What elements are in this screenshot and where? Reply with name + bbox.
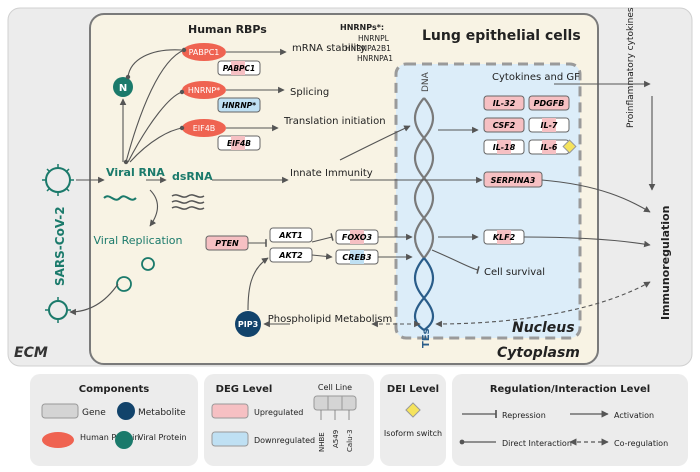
legend-upregulated: Upregulated: [254, 408, 303, 417]
legend-viral-protein: Viral Protein: [138, 433, 187, 442]
legend-isoform-icon: [405, 402, 421, 418]
svg-text:EIF4B: EIF4B: [193, 124, 216, 133]
virus-label: SARS-CoV-2: [53, 206, 67, 286]
legend-cell-line: A549: [332, 430, 340, 448]
n-protein-label: N: [119, 83, 127, 94]
hnrnps-item: HNRNPL: [358, 34, 390, 43]
legend-regulation: Regulation/Interaction Level Repression …: [452, 374, 688, 466]
legend-repression: Repression: [502, 411, 546, 420]
viral-rna-label: Viral RNA: [106, 166, 165, 179]
virus-particle: [116, 257, 155, 292]
gene-label: PDGFB: [534, 99, 565, 108]
rbp-row-eif4b: EIF4B EIF4B Translation initiation: [182, 116, 386, 151]
legend-direct-interaction: Direct Interaction: [502, 439, 572, 448]
legend-components: Components Gene Metabolite Human Protein…: [30, 374, 198, 466]
innate-immunity-label: Innate Immunity: [290, 168, 373, 179]
gene-label: IL-7: [541, 121, 558, 130]
dna-label: DNA: [421, 71, 431, 92]
gene-label: IL-18: [493, 143, 516, 152]
svg-text:Cell Line: Cell Line: [318, 383, 352, 392]
svg-text:Components: Components: [79, 384, 149, 395]
pip3-label: PIP3: [238, 320, 258, 329]
cell-title: Lung epithelial cells: [422, 28, 581, 44]
rbp-row-pabpc1: PABPC1 PABPC1 mRNA stability: [182, 43, 366, 76]
viral-replication-label: Viral Replication: [93, 234, 182, 247]
legend-cell-line: NHBE: [318, 432, 326, 452]
svg-text:HNRNPs*:: HNRNPs*:: [340, 23, 384, 32]
dsrna-label: dsRNA: [172, 170, 213, 183]
process-label: mRNA stability: [292, 43, 366, 54]
legend-deg: DEG Level Upregulated Downregulated Cell…: [204, 374, 374, 466]
isoform-switch-icon: [562, 139, 577, 154]
gene-label: CSF2: [493, 121, 516, 130]
gene-label: PABPC1: [223, 64, 256, 73]
svg-text:DEG Level: DEG Level: [216, 384, 273, 395]
process-label: Splicing: [290, 87, 329, 98]
immunoregulation-label: Immunoregulation: [659, 206, 672, 320]
foxo3-label: FOXO3: [342, 233, 373, 242]
legend-dei: DEI Level Isoform switch: [380, 374, 446, 466]
proinflammatory-label: Proinflammatory cytokines: [626, 7, 636, 128]
hnrnps-item: HNRNPA1: [357, 54, 393, 63]
legend-cell-line: Calu-3: [346, 429, 354, 452]
cell-survival-label: Cell survival: [484, 267, 545, 278]
legend-coregulation: Co-regulation: [614, 439, 668, 448]
pten-label: PTEN: [215, 239, 239, 248]
svg-text:Regulation/Interaction Level: Regulation/Interaction Level: [490, 384, 650, 395]
gene-label: EIF4B: [227, 139, 251, 148]
gene-label: IL-32: [493, 99, 516, 108]
legend-metabolite: Metabolite: [138, 408, 186, 418]
pathway-genes: PTEN AKT1 AKT2 FOXO3 CREB3: [205, 227, 379, 265]
legend-downregulated: Downregulated: [254, 436, 315, 445]
hnrnps-list: HNRNPs*: HNRNPL HNRNPA2B1 HNRNPA1: [340, 23, 393, 63]
legend-activation: Activation: [614, 411, 654, 420]
rbp-row-hnrnp: HNRNP* HNRNP* Splicing: [182, 81, 329, 113]
virus-particle: [42, 164, 74, 196]
cytokines-label: Cytokines and GF: [492, 72, 580, 83]
legend-isoform-switch: Isoform switch: [384, 429, 442, 438]
serpina3-label: SERPINA3: [491, 176, 536, 185]
hnrnps-item: HNRNPA2B1: [345, 44, 391, 53]
ecm-label: ECM: [14, 345, 48, 361]
legend-human-protein: Human Protein: [80, 433, 139, 442]
legend-metabolite-icon: [117, 402, 135, 420]
akt1-label: AKT1: [278, 231, 302, 240]
gene-label: HNRNP*: [222, 101, 256, 110]
dsrna-icon: [171, 194, 205, 210]
serpina3-gene: [483, 171, 543, 188]
gene-label: IL-6: [541, 143, 558, 152]
akt2-label: AKT2: [278, 251, 303, 260]
nucleus-label: Nucleus: [512, 320, 575, 336]
phospholipid-label: Phospholipid Metabolism: [268, 314, 393, 325]
klf2-label: KLF2: [493, 233, 516, 242]
viral-rna-strand: [103, 195, 137, 201]
process-label: Translation initiation: [283, 116, 386, 127]
human-rbps-label: Human RBPs: [188, 23, 267, 36]
tes-label: TEs: [421, 328, 432, 348]
legend-gene: Gene: [82, 408, 106, 418]
pip3-metabolite: [235, 311, 261, 337]
cytokine-genes: IL-32 PDGFB CSF2 IL-7 IL-18 IL-6: [483, 95, 577, 155]
cytoplasm-label: Cytoplasm: [497, 345, 580, 361]
svg-text:HNRNP*: HNRNP*: [188, 86, 220, 95]
creb3-label: CREB3: [342, 253, 372, 262]
svg-text:DEI Level: DEI Level: [387, 384, 439, 395]
svg-text:PABPC1: PABPC1: [189, 48, 220, 57]
